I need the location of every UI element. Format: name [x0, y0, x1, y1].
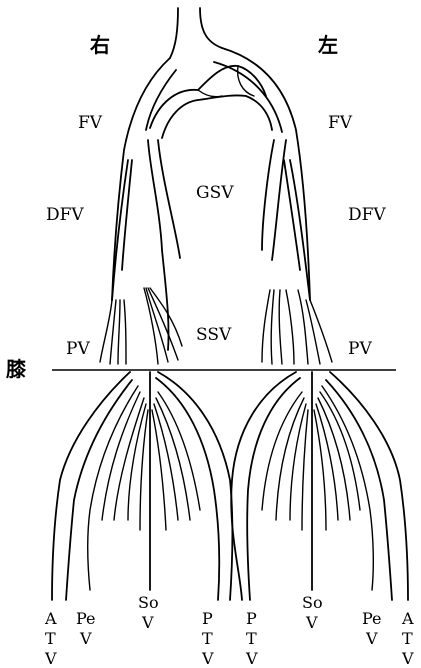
right-thigh-veins — [100, 140, 182, 364]
left-thigh-veins — [262, 140, 332, 364]
fv-right-label: FV — [78, 113, 103, 133]
fv-left-label: FV — [328, 113, 353, 133]
sov-right-v: V — [141, 613, 154, 632]
side-left-label: 左 — [318, 33, 338, 57]
sov-right-so: So — [138, 593, 159, 612]
ptv-right-p: P — [202, 609, 213, 628]
atv-left-a: A — [401, 609, 414, 628]
left-calf-veins — [231, 372, 408, 600]
dfv-right-label: DFV — [46, 205, 84, 225]
pev-right-pe: Pe — [76, 609, 96, 628]
atv-right-v: V — [44, 649, 57, 668]
atv-right-t: T — [45, 629, 56, 648]
side-right-label: 右 — [90, 33, 110, 57]
ptv-left-p: P — [246, 609, 257, 628]
ssv-label: SSV — [196, 325, 232, 345]
ptv-left-v: V — [245, 649, 258, 668]
pev-right-v: V — [79, 629, 92, 648]
ptv-right-v: V — [201, 649, 214, 668]
pelvic-collaterals — [150, 66, 272, 138]
atv-right-a: A — [44, 609, 57, 628]
gsv-label: GSV — [196, 183, 234, 203]
pv-right-label: PV — [66, 339, 90, 359]
sov-left-so: So — [302, 593, 323, 612]
ptv-right-t: T — [202, 629, 213, 648]
atv-left-t: T — [402, 629, 413, 648]
right-calf-veins — [52, 372, 232, 600]
pev-left-pe: Pe — [362, 609, 382, 628]
sov-left-v: V — [305, 613, 318, 632]
bottom-labels: A T V Pe V So V P T V P T V So V Pe V A … — [44, 593, 414, 668]
knee-label: 膝 — [6, 357, 27, 381]
inferior-vena-cava — [170, 8, 222, 58]
pv-left-label: PV — [348, 339, 372, 359]
ptv-left-t: T — [246, 629, 257, 648]
dfv-left-label: DFV — [348, 205, 386, 225]
pev-left-v: V — [365, 629, 378, 648]
atv-left-v: V — [401, 649, 414, 668]
